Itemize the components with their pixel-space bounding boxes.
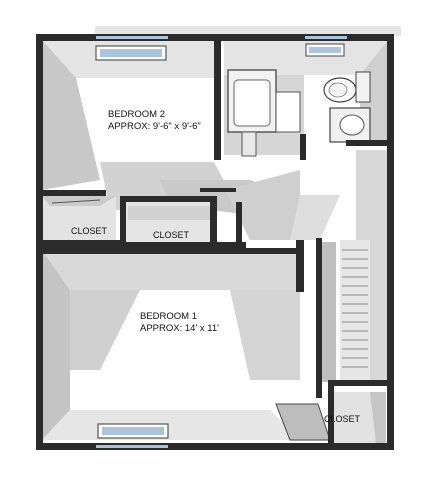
bedroom-2-name: BEDROOM 2 — [108, 109, 166, 120]
staircase — [320, 240, 370, 382]
bedroom-1-name: BEDROOM 1 — [140, 311, 198, 322]
closet-left — [42, 196, 116, 242]
closet-middle-label: CLOSET — [153, 230, 190, 240]
skylight-window — [305, 43, 345, 57]
closet-middle — [126, 202, 214, 244]
bathroom — [224, 40, 388, 157]
bedroom-1 — [42, 250, 331, 441]
bedroom-1-dims: APPROX: 14' x 11' — [140, 323, 219, 334]
closet-left-label: CLOSET — [71, 226, 108, 236]
toilet — [323, 71, 371, 103]
bedroom-2-dims: APPROX: 9'-6" x 9'-6" — [108, 121, 201, 132]
closet-bottom-right-label: CLOSET — [324, 414, 361, 424]
skylight-window — [97, 423, 169, 439]
walls — [36, 34, 394, 450]
skylight-window — [95, 45, 167, 61]
closet-bottom-right — [332, 392, 386, 444]
bedroom-2 — [42, 40, 290, 215]
sink — [329, 107, 371, 143]
bathtub — [227, 69, 301, 157]
